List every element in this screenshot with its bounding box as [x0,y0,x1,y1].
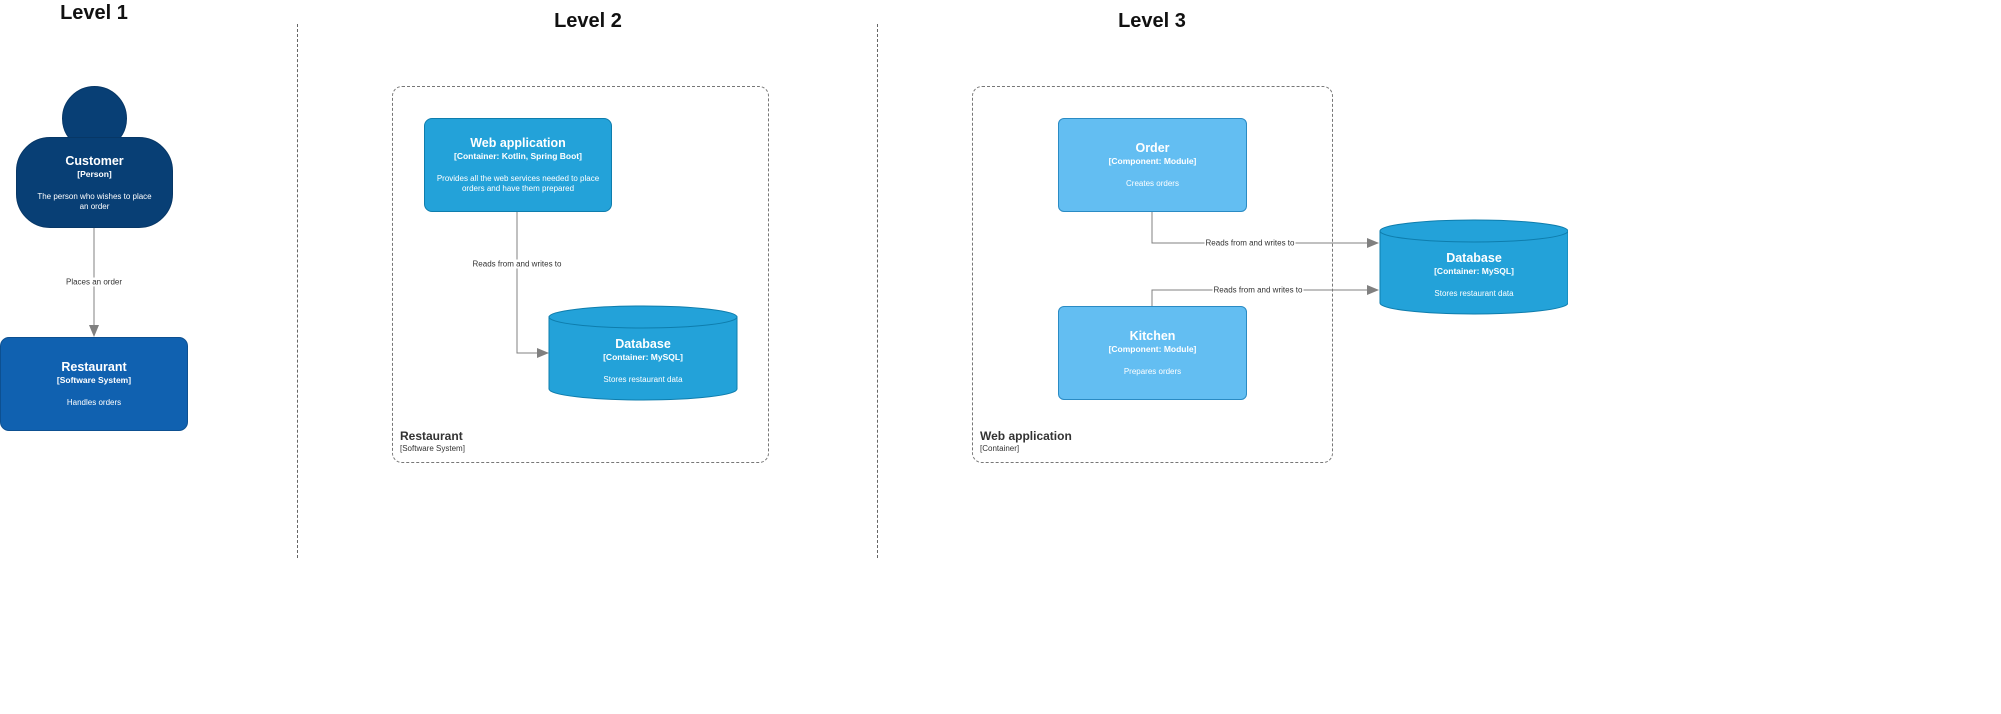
edge-label-kitchen-database: Reads from and writes to [1212,285,1304,295]
level-1-title: Level 1 [60,2,128,24]
web-application-description: Provides all the web services needed to … [436,174,600,193]
kitchen-description: Prepares orders [1123,367,1182,376]
kitchen-type: [Component: Module] [1108,344,1197,354]
restaurant-boundary-name: Restaurant [400,429,463,443]
level2-database-description: Stores restaurant data [603,375,683,384]
restaurant-name: Restaurant [61,360,127,374]
web-application-container-boundary [972,86,1333,463]
customer-type: [Person] [77,168,112,179]
customer-name: Customer [65,153,124,168]
level3-database-description: Stores restaurant data [1434,289,1514,298]
level-3-title: Level 3 [1118,10,1186,32]
customer-person-node[interactable]: Customer [Person] The person who wishes … [16,137,173,228]
diagram-connectors [89,212,1568,401]
level-2-title: Level 2 [554,10,622,32]
customer-description: The person who wishes to place an order [37,191,152,211]
edge-label-webapp-database: Reads from and writes to [471,259,563,269]
edge-order-database [1151,212,1379,248]
level2-database-cylinder [548,305,738,401]
level3-database-cylinder [1379,219,1568,315]
edge-webapp-database [516,212,549,358]
level3-database-name: Database [1446,251,1502,265]
level3-database-node[interactable]: Database [Container: MySQL] Stores resta… [1380,244,1568,306]
kitchen-name: Kitchen [1129,329,1176,343]
level-divider-2 [877,24,878,558]
edge-label-order-database: Reads from and writes to [1204,238,1296,248]
order-type: [Component: Module] [1108,156,1197,166]
restaurant-system-node[interactable]: Restaurant [Software System] Handles ord… [0,337,188,431]
level2-database-node[interactable]: Database [Container: MySQL] Stores resta… [549,330,737,392]
web-application-name: Web application [470,136,566,150]
edge-label-places-order: Places an order [64,277,124,287]
web-application-type: [Container: Kotlin, Spring Boot] [454,151,582,161]
c4-diagram: Level 1 Level 2 Level 3 Customer [Person… [0,2,1568,558]
restaurant-description: Handles orders [66,398,122,407]
level2-database-type: [Container: MySQL] [603,352,683,362]
web-application-container-node[interactable]: Web application [Container: Kotlin, Spri… [424,118,612,212]
restaurant-system-boundary [392,86,769,463]
web-application-boundary-name: Web application [980,429,1072,443]
order-component-node[interactable]: Order [Component: Module] Creates orders [1058,118,1247,212]
level3-database-type: [Container: MySQL] [1434,266,1514,276]
restaurant-type: [Software System] [56,375,132,385]
order-name: Order [1135,141,1170,155]
order-description: Creates orders [1126,179,1179,188]
level2-database-name: Database [615,337,671,351]
restaurant-boundary-type: [Software System] [400,444,465,453]
level-divider-1 [297,24,298,558]
web-application-boundary-type: [Container] [980,444,1020,453]
kitchen-component-node[interactable]: Kitchen [Component: Module] Prepares ord… [1058,306,1247,400]
